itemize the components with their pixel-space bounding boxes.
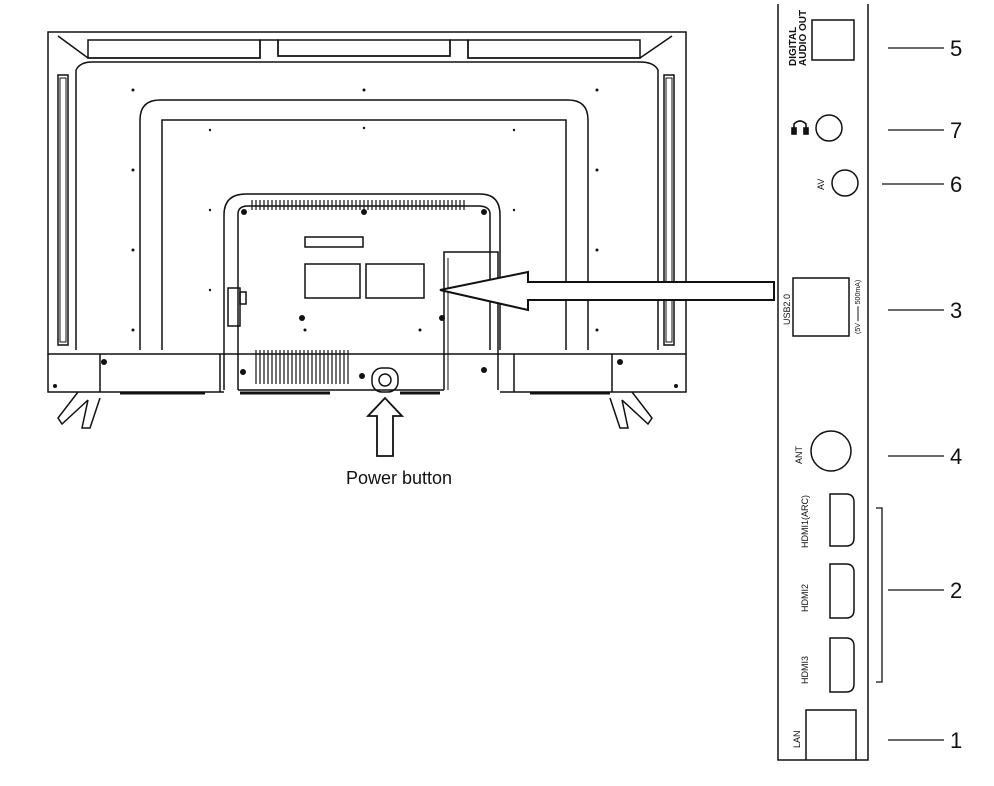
callout-2: 2 — [950, 578, 962, 603]
digital-audio-out-port — [811, 19, 855, 61]
power-button-caption: Power button — [346, 468, 452, 488]
lan-label: LAN — [792, 730, 802, 748]
hdmi2-label: HDMI2 — [800, 584, 810, 612]
callout-7: 7 — [950, 118, 962, 143]
ant-label: ANT — [794, 445, 804, 464]
callout-4: 4 — [950, 444, 962, 469]
panel-arrow — [439, 270, 775, 312]
usb-label: USB2.0 — [782, 294, 792, 325]
headphone-icon — [791, 120, 809, 135]
usb-rating-label: (5V ═══ 500mA) — [855, 280, 862, 334]
usb-port — [792, 277, 850, 337]
headphone-jack — [815, 114, 843, 142]
hdmi3-label: HDMI3 — [800, 656, 810, 684]
hdmi1-label: HDMI1(ARC) — [800, 495, 810, 548]
lan-port — [805, 709, 857, 760]
callout-1: 1 — [950, 728, 962, 753]
hdmi1-port — [829, 493, 855, 547]
av-jack — [831, 169, 859, 197]
callout-5: 5 — [950, 36, 962, 61]
hdmi2-port — [829, 563, 855, 619]
ant-port — [810, 430, 852, 472]
power-button-arrow — [365, 396, 405, 457]
tv-rear-panel — [47, 31, 687, 429]
hdmi3-port — [829, 637, 855, 693]
digital-label-line2: AUDIO OUT — [798, 10, 809, 66]
digital-label-line1: DIGITAL — [788, 27, 799, 66]
av-label: AV — [816, 179, 826, 190]
callout-6: 6 — [950, 172, 962, 197]
tv-outer-frame — [47, 31, 687, 355]
side-connector-panel — [777, 4, 869, 761]
callout-3: 3 — [950, 298, 962, 323]
